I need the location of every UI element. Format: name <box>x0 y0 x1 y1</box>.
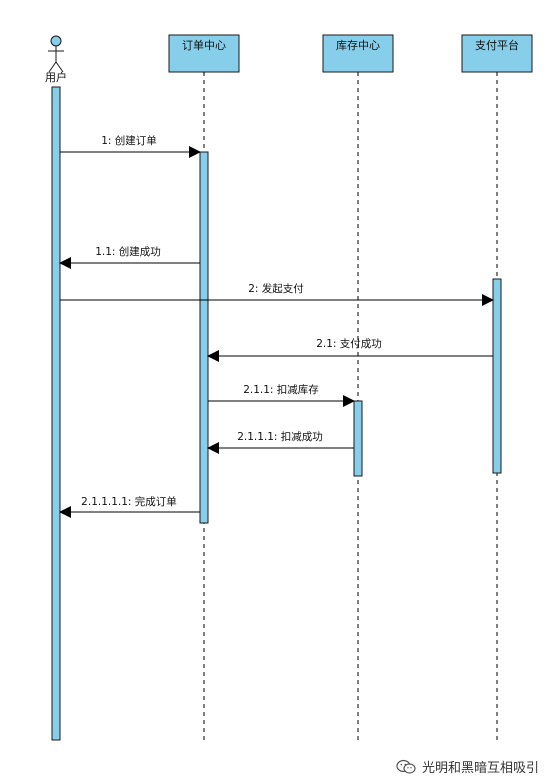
actor-head <box>50 35 62 47</box>
watermark-text: 光明和黑暗互相吸引 <box>421 761 539 776</box>
activation-order <box>199 151 209 524</box>
actor-right-leg <box>55 61 64 73</box>
message-label: 1: 创建订单 <box>101 134 157 147</box>
participant-box-pay <box>461 34 533 73</box>
message-label: 1.1: 创建成功 <box>95 245 161 258</box>
participant-pay: 支付平台 <box>461 34 533 73</box>
participant-label-pay: 支付平台 <box>475 38 519 52</box>
message-label: 2.1.1.1.1: 完成订单 <box>81 495 177 508</box>
message-create-success: 1.1: 创建成功 <box>59 245 200 269</box>
wechat-icon <box>396 759 416 774</box>
actor-left-leg <box>48 61 57 73</box>
participant-label-order: 订单中心 <box>182 39 226 52</box>
watermark: 光明和黑暗互相吸引 <box>396 757 539 776</box>
participant-box-order <box>168 34 240 73</box>
message-complete-order: 2.1.1.1.1: 完成订单 <box>59 495 200 518</box>
message-create-order: 1: 创建订单 <box>60 134 201 158</box>
activation-pay <box>492 278 502 474</box>
message-payment-success: 2.1: 支付成功 <box>207 337 493 362</box>
actor-user: 用户 <box>45 35 67 84</box>
message-label: 2.1.1.1: 扣减成功 <box>237 430 323 443</box>
activation-user <box>51 86 61 741</box>
activation-stock <box>353 400 363 477</box>
actor-label: 用户 <box>45 70 67 84</box>
message-start-payment: 2: 发起支付 <box>60 282 494 306</box>
message-deduct-stock: 2.1.1: 扣减库存 <box>208 383 355 407</box>
message-label: 2.1.1: 扣减库存 <box>243 383 319 396</box>
participant-order: 订单中心 <box>168 34 240 73</box>
participant-label-stock: 库存中心 <box>336 38 380 52</box>
message-label: 2.1: 支付成功 <box>316 337 382 350</box>
participant-stock: 库存中心 <box>322 34 394 73</box>
message-deduct-success: 2.1.1.1: 扣减成功 <box>207 430 354 454</box>
message-label: 2: 发起支付 <box>248 282 304 295</box>
